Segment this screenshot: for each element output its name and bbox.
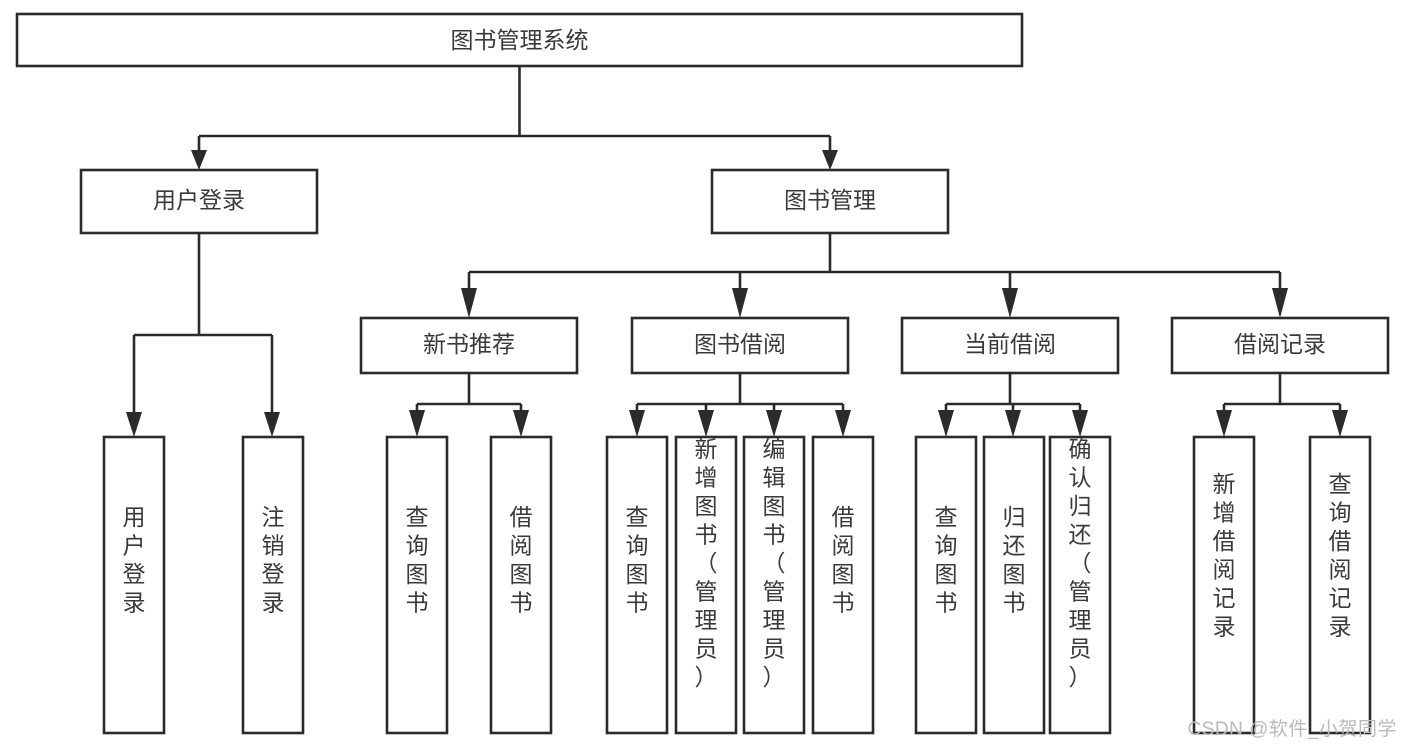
node-new-book-recommend[interactable]: 新书推荐 [359, 316, 579, 375]
node-borrow-record-label: 借阅记录 [1234, 331, 1326, 357]
node-borrow-record[interactable]: 借阅记录 [1170, 316, 1390, 375]
leaf-node-cb-confirm-return-box[interactable] [1048, 435, 1112, 735]
node-book-management-label: 图书管理 [784, 187, 876, 213]
leaf-node-bb-borrow-book-label: 借阅图书 [832, 504, 855, 616]
leaf-node-nb-borrow-book[interactable]: 借阅图书 [489, 435, 553, 735]
arrow-head-br-leaf-2 [1332, 410, 1348, 437]
arrow-head-nb-leaf-1 [409, 410, 425, 437]
node-book-borrow-box[interactable] [630, 316, 850, 375]
node-current-borrow[interactable]: 当前借阅 [900, 316, 1120, 375]
arrow-head-bb-leaf-3 [766, 410, 782, 437]
node-new-book-recommend-label: 新书推荐 [423, 331, 515, 357]
node-borrow-record-box[interactable] [1170, 316, 1390, 375]
leaf-node-cb-confirm-return-label: 确认归还（管理员） [1069, 436, 1092, 690]
leaf-node-cb-query-book-label: 查询图书 [935, 504, 958, 616]
leaf-node-cb-query-book[interactable]: 查询图书 [914, 435, 978, 735]
node-root-label: 图书管理系统 [451, 27, 589, 53]
leaf-node-cb-return-book[interactable]: 归还图书 [982, 435, 1046, 735]
node-current-borrow-label: 当前借阅 [964, 331, 1056, 357]
leaf-node-br-query-record-label: 查询借阅记录 [1329, 471, 1352, 640]
leaf-node-br-add-record-box[interactable] [1192, 435, 1256, 735]
connector-group-book-mgmt [461, 233, 1288, 318]
leaf-node-nb-query-book[interactable]: 查询图书 [385, 435, 449, 735]
leaf-node-bb-query-book[interactable]: 查询图书 [605, 435, 669, 735]
arrow-head-bb-leaf-2 [698, 410, 714, 437]
node-book-management[interactable]: 图书管理 [710, 168, 950, 235]
arrow-head-book-mgmt [822, 150, 838, 170]
leaf-node-nb-query-book-label: 查询图书 [406, 504, 429, 616]
arrow-head-current-borrow [1002, 288, 1018, 318]
leaf-node-user-login-box[interactable] [102, 435, 166, 735]
leaf-node-br-add-record-label: 新增借阅记录 [1213, 471, 1236, 640]
connector-group-borrow-record [1216, 373, 1348, 437]
node-book-borrow-label: 图书借阅 [694, 331, 786, 357]
leaf-node-bb-edit-book-box[interactable] [742, 435, 806, 735]
leaf-node-bb-borrow-book-box[interactable] [811, 435, 875, 735]
node-current-borrow-box[interactable] [900, 316, 1120, 375]
connector-group-current-borrow [938, 373, 1088, 437]
leaf-node-nb-borrow-book-box[interactable] [489, 435, 553, 735]
node-new-book-recommend-box[interactable] [359, 316, 579, 375]
leaf-node-bb-edit-book-label: 编辑图书（管理员） [763, 436, 786, 690]
connector-group-new-book [409, 373, 529, 437]
arrow-head-book-borrow [732, 288, 748, 318]
leaf-node-user-login[interactable]: 用户登录 [102, 435, 166, 735]
arrow-head-leaf-user-login [126, 412, 142, 437]
leaf-node-nb-borrow-book-label: 借阅图书 [510, 504, 533, 616]
connector-group-user-login [126, 233, 280, 437]
connector-group-root [191, 66, 838, 170]
leaf-node-cb-return-book-box[interactable] [982, 435, 1046, 735]
node-user-login[interactable]: 用户登录 [79, 168, 319, 235]
leaf-node-bb-add-book-box[interactable] [674, 435, 738, 735]
leaf-node-bb-query-book-box[interactable] [605, 435, 669, 735]
leaf-node-bb-edit-book[interactable]: 编辑图书（管理员） [742, 435, 806, 735]
connector-group-book-borrow [629, 373, 851, 437]
leaf-node-cb-return-book-label: 归还图书 [1003, 504, 1026, 616]
arrow-head-nb-leaf-2 [513, 410, 529, 437]
arrow-head-cb-leaf-1 [938, 410, 954, 437]
arrow-head-bb-leaf-1 [629, 410, 645, 437]
node-book-management-box[interactable] [710, 168, 950, 235]
leaf-node-bb-borrow-book[interactable]: 借阅图书 [811, 435, 875, 735]
leaf-node-user-login-label: 用户登录 [123, 504, 146, 616]
leaf-node-logout[interactable]: 注销登录 [241, 435, 305, 735]
arrow-head-borrow-record [1272, 288, 1288, 318]
leaf-node-br-add-record[interactable]: 新增借阅记录 [1192, 435, 1256, 735]
leaf-node-bb-add-book-label: 新增图书（管理员） [695, 436, 718, 690]
leaf-node-cb-confirm-return[interactable]: 确认归还（管理员） [1048, 435, 1112, 735]
arrow-head-bb-leaf-4 [835, 410, 851, 437]
leaf-node-logout-box[interactable] [241, 435, 305, 735]
arrow-head-br-leaf-1 [1216, 410, 1232, 437]
leaf-node-br-query-record[interactable]: 查询借阅记录 [1308, 435, 1372, 735]
arrow-head-cb-leaf-2 [1005, 410, 1021, 437]
node-user-login-box[interactable] [79, 168, 319, 235]
arrow-head-leaf-logout [264, 412, 280, 437]
arrow-head-new-book [461, 288, 477, 318]
leaf-node-logout-label: 注销登录 [262, 504, 285, 616]
leaf-node-cb-query-book-box[interactable] [914, 435, 978, 735]
node-root-box[interactable] [15, 12, 1024, 68]
leaf-node-nb-query-book-box[interactable] [385, 435, 449, 735]
node-book-borrow[interactable]: 图书借阅 [630, 316, 850, 375]
arrow-head-user-login [191, 150, 207, 170]
leaf-node-bb-query-book-label: 查询图书 [626, 504, 649, 616]
leaf-node-bb-add-book[interactable]: 新增图书（管理员） [674, 435, 738, 735]
arrow-head-cb-leaf-3 [1072, 410, 1088, 437]
node-root[interactable]: 图书管理系统 [15, 12, 1024, 68]
node-user-login-label: 用户登录 [153, 187, 245, 213]
leaf-node-br-query-record-box[interactable] [1308, 435, 1372, 735]
